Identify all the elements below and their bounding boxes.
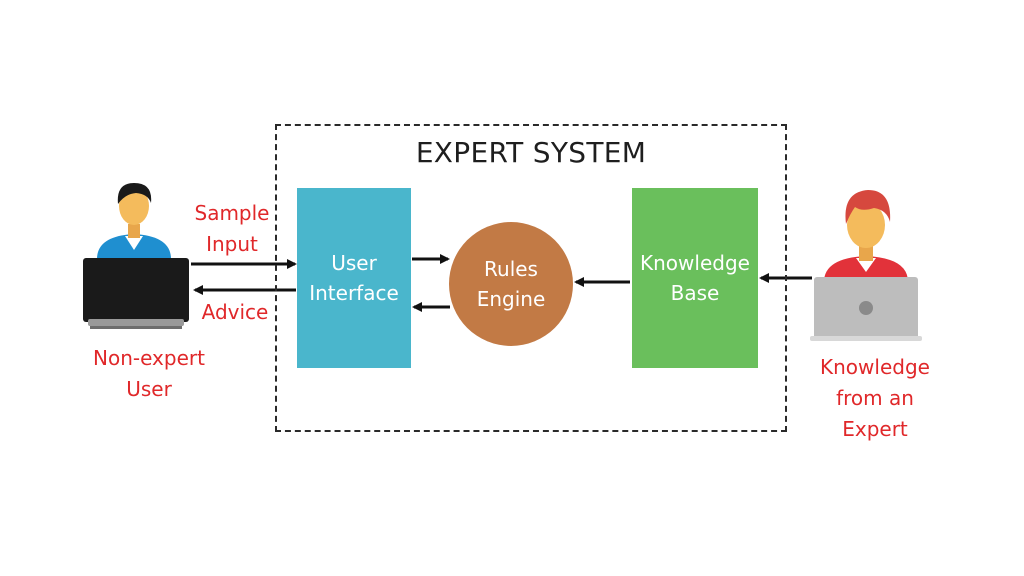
rules-engine-label-line1: Rules (484, 257, 538, 281)
expert-system-boundary (275, 124, 787, 432)
user-interface-box: User Interface (297, 188, 411, 368)
laptop-icon (83, 258, 189, 329)
non-expert-user-icon (97, 183, 171, 259)
user-interface-label-line2: Interface (309, 281, 399, 305)
expert-user-icon (810, 190, 922, 341)
knowledge-base-label-line1: Knowledge (640, 251, 750, 275)
rules-engine-circle: Rules Engine (449, 222, 573, 346)
rules-engine-label-line2: Engine (476, 287, 546, 311)
sample-input-label: Sample Input (194, 201, 270, 256)
non-expert-user-label: Non-expert User (93, 346, 205, 401)
diagram-title: EXPERT SYSTEM (415, 136, 647, 169)
knowledge-base-box: Knowledge Base (632, 188, 758, 368)
flow-arrows (191, 254, 812, 312)
knowledge-base-label-line2: Base (670, 281, 720, 305)
advice-label: Advice (201, 300, 269, 324)
user-interface-label-line1: User (331, 251, 377, 275)
knowledge-from-expert-label: Knowledge from an Expert (820, 355, 930, 441)
